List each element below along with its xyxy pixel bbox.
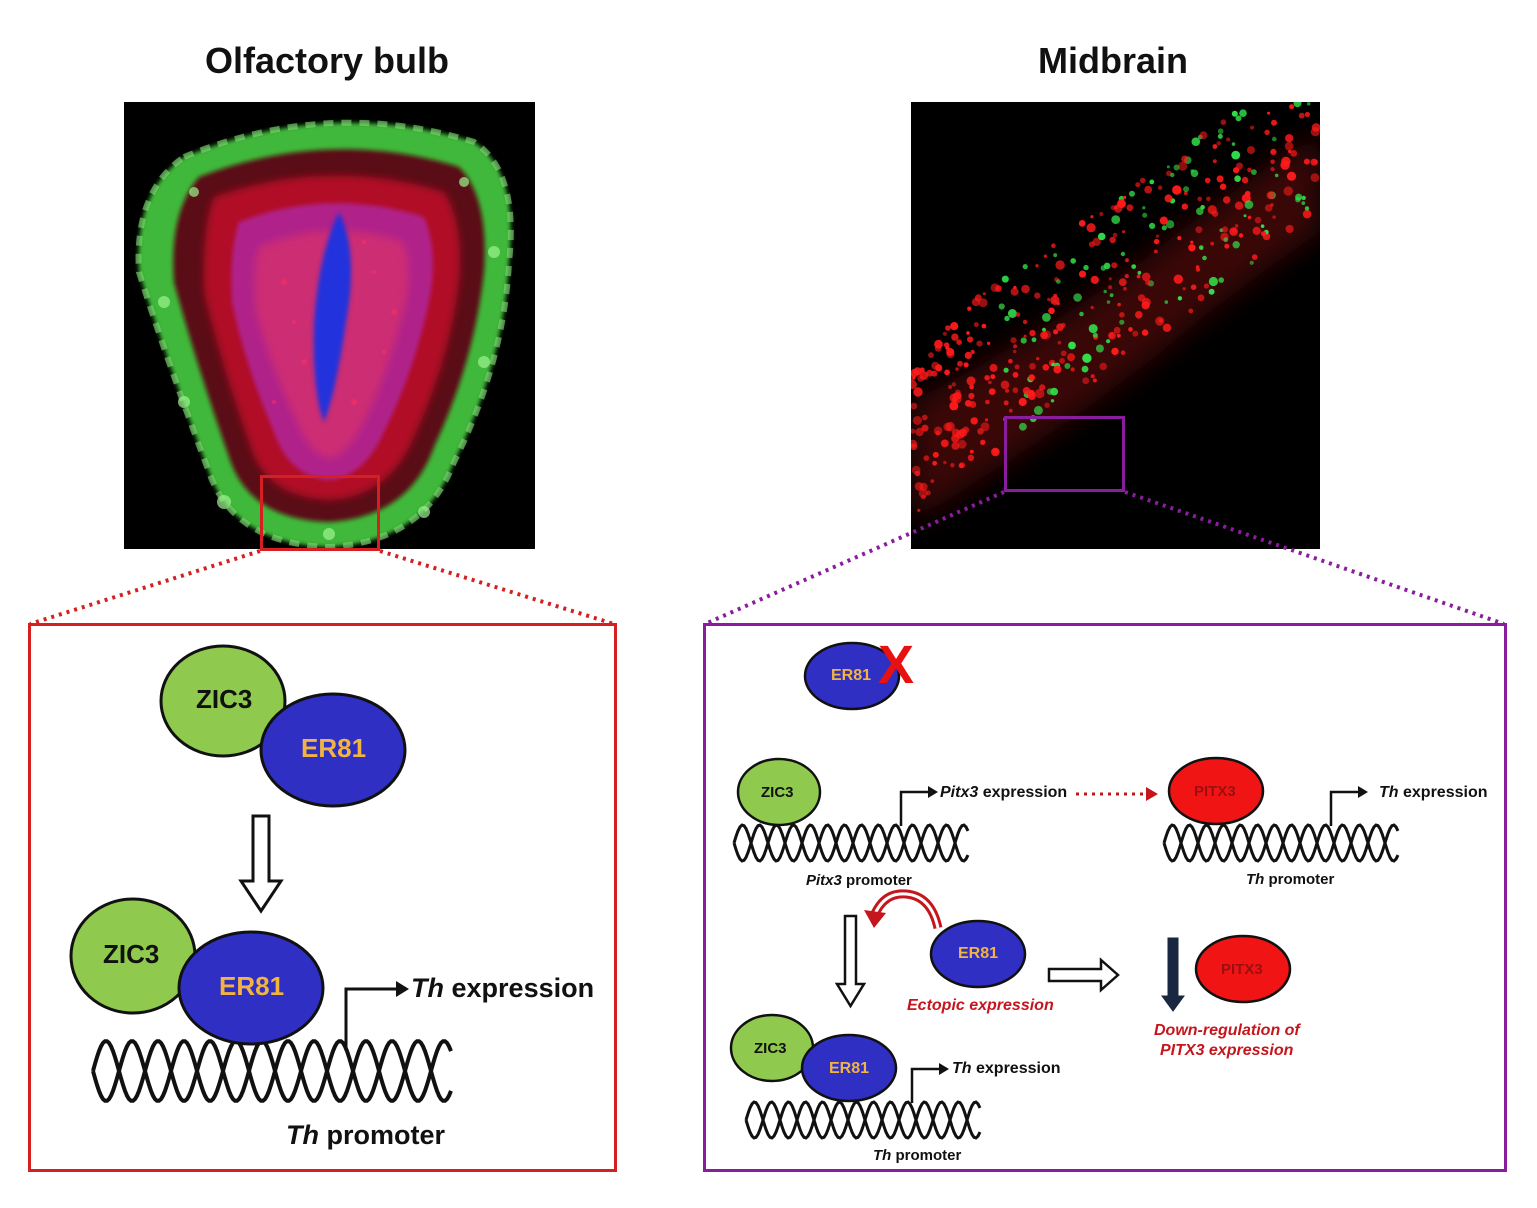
transcription-arrow <box>899 790 928 826</box>
pitx3-protein <box>1194 934 1292 1004</box>
er81-label: ER81 <box>829 1060 870 1077</box>
dna-helix <box>744 1100 982 1140</box>
zic3-label: ZIC3 <box>761 784 794 801</box>
th-promoter-label: Th promoter <box>1246 871 1335 888</box>
er81-label: ER81 <box>958 945 999 962</box>
olfactory-bulb-title: Olfactory bulb <box>205 40 450 81</box>
dna-helix <box>91 1039 453 1103</box>
pitx3-label: PITX3 <box>1221 961 1263 978</box>
th-expression-label: Th expression <box>952 1060 1061 1077</box>
downregulation-arrow <box>1161 937 1185 1012</box>
th-promoter-label: Th promoter <box>873 1147 962 1164</box>
midbrain-micrograph <box>911 102 1320 549</box>
th-promoter-label: Th promoter <box>286 1120 446 1150</box>
red-curved-arrow <box>869 889 943 930</box>
th-expression-label: Th expression <box>1379 784 1488 801</box>
er81-label: ER81 <box>301 733 367 763</box>
zic3-protein <box>159 644 287 758</box>
zic3-label: ZIC3 <box>103 939 160 969</box>
er81-label: ER81 <box>219 971 285 1001</box>
th-expression-label: Th expression <box>411 973 595 1003</box>
transcription-arrow <box>1329 790 1358 826</box>
ectopic-expression-label: Ectopic expression <box>907 997 1054 1014</box>
downregulation-label-2: PITX3 expression <box>1160 1042 1294 1059</box>
downregulation-label-1: Down-regulation of <box>1154 1022 1300 1039</box>
down-arrow <box>238 814 284 914</box>
pitx3-promoter-label: Pitx3 promoter <box>806 872 912 889</box>
olfactory-bulb-roi-box <box>260 475 380 551</box>
dna-helix <box>1162 823 1400 863</box>
transcription-arrow <box>910 1067 939 1103</box>
er81-protein <box>800 1033 898 1103</box>
midbrain-roi-box <box>1004 416 1125 492</box>
midbrain-mechanism-panel: ER81 X ZIC3 Pitx3 expression PITX3 Th ex… <box>703 623 1507 1172</box>
olfactory-bulb-micrograph <box>124 102 535 549</box>
er81-label: ER81 <box>831 667 872 684</box>
transcription-arrow <box>344 987 396 1051</box>
er81-protein <box>177 930 325 1046</box>
pitx3-expression-label: Pitx3 expression <box>940 784 1068 801</box>
zic3-label: ZIC3 <box>196 684 253 714</box>
zic3-protein <box>736 757 822 827</box>
er81-protein <box>259 692 407 808</box>
dna-helix <box>732 823 970 863</box>
pitx3-label: PITX3 <box>1194 783 1236 800</box>
er81-protein <box>929 919 1027 989</box>
er81-protein <box>803 641 901 711</box>
olfactory-bulb-mechanism-panel: ZIC3 ER81 ZIC3 ER81 Th expression Th pro… <box>28 623 617 1172</box>
zic3-label: ZIC3 <box>754 1040 787 1057</box>
midbrain-title: Midbrain <box>1038 40 1188 81</box>
pitx3-protein <box>1167 756 1265 826</box>
right-arrow <box>1047 957 1120 993</box>
x-mark: X <box>878 635 915 695</box>
down-arrow <box>834 914 867 1009</box>
